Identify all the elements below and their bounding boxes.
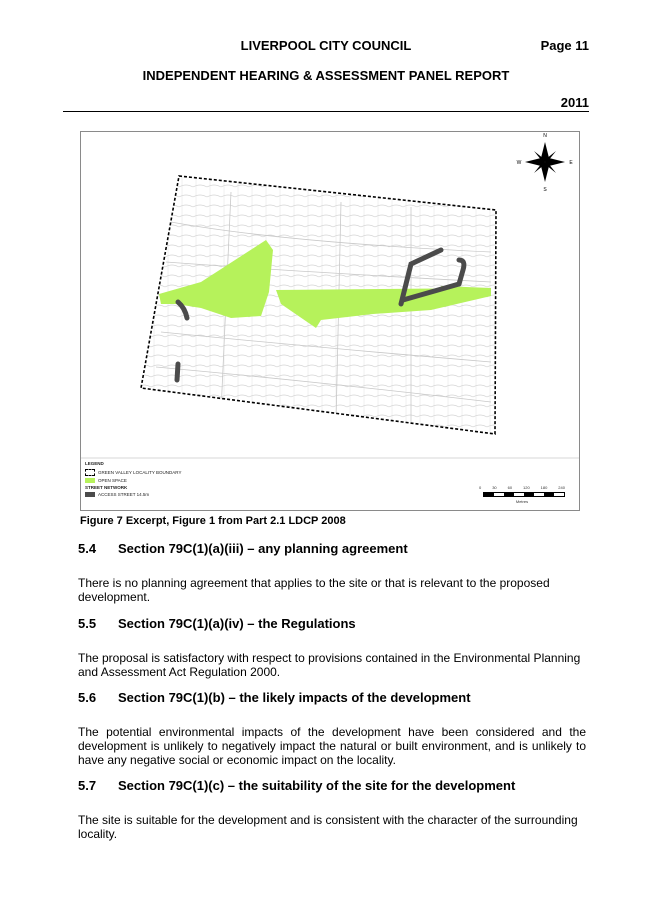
scale-tick: 0 [479,485,482,490]
page-number: Page 11 [540,38,589,53]
section-heading: 5.4 Section 79C(1)(a)(iii) – any plannin… [78,541,586,556]
access-street-swatch [85,491,95,497]
section-5-6: 5.6 Section 79C(1)(b) – the likely impac… [78,690,586,767]
section-number: 5.5 [78,616,97,631]
access-streets [174,247,467,383]
scale-bar-graphic [483,492,565,497]
report-year: 2011 [560,95,589,110]
scale-unit: Metres [515,499,529,504]
scale-tick: 30 [492,485,497,490]
compass-rose-icon: N E S W [517,133,574,193]
map-scale-bar: 0 30 60 120 180 240 Metres [479,485,569,504]
section-number: 5.7 [78,778,97,793]
open-space-corridor [276,288,491,328]
section-body: The site is suitable for the development… [78,813,578,841]
section-5-5: 5.5 Section 79C(1)(a)(iv) – the Regulati… [78,616,586,679]
scale-tick: 60 [507,485,513,490]
section-body: There is no planning agreement that appl… [78,576,550,604]
section-heading: 5.7 Section 79C(1)(c) – the suitability … [78,778,586,793]
compass-east-label: E [569,160,573,166]
legend-access-street-label: ACCESS STREET 14.5m [98,491,150,497]
open-space-west [159,240,273,318]
section-heading: 5.5 Section 79C(1)(a)(iv) – the Regulati… [78,616,586,631]
section-number: 5.6 [78,690,97,705]
legend-item-access-street: ACCESS STREET 14.5m [85,490,205,498]
header-divider [63,111,589,112]
report-title: INDEPENDENT HEARING & ASSESSMENT PANEL R… [142,68,510,83]
scale-tick: 180 [540,485,548,490]
section-body: The potential environmental impacts of t… [78,725,586,767]
legend-item-boundary: GREEN VALLEY LOCALITY BOUNDARY [85,468,205,476]
legend-boundary-label: GREEN VALLEY LOCALITY BOUNDARY [98,469,182,475]
section-5-7: 5.7 Section 79C(1)(c) – the suitability … [78,778,586,841]
locality-map: N E S W [81,133,579,459]
figure-caption: Figure 7 Excerpt, Figure 1 from Part 2.1… [80,515,346,527]
section-5-4: 5.4 Section 79C(1)(a)(iii) – any plannin… [78,541,586,604]
compass-west-label: W [517,160,522,166]
section-title: Section 79C(1)(c) – the suitability of t… [118,778,516,793]
locality-boundary [140,175,497,435]
compass-north-label: N [543,133,547,139]
council-name: LIVERPOOL CITY COUNCIL [240,38,412,53]
scale-tick: 120 [523,485,530,490]
boundary-swatch [85,468,95,476]
locality-map-figure: N E S W LEGEND GREEN VALLEY LOCALITY BOU… [80,131,580,511]
compass-south-label: S [543,187,547,193]
legend-item-open-space: OPEN SPACE [85,476,205,484]
legend-title: LEGEND [85,461,104,466]
section-heading: 5.6 Section 79C(1)(b) – the likely impac… [78,690,586,705]
section-title: Section 79C(1)(a)(iv) – the Regulations [118,616,356,631]
legend-network-title: STREET NETWORK [85,485,128,490]
map-legend: LEGEND GREEN VALLEY LOCALITY BOUNDARY OP… [85,461,205,498]
legend-open-space-label: OPEN SPACE [98,477,127,483]
section-title: Section 79C(1)(b) – the likely impacts o… [118,690,471,705]
scale-tick: 240 [558,485,565,490]
open-space-swatch [85,477,95,483]
section-number: 5.4 [78,541,97,556]
section-title: Section 79C(1)(a)(iii) – any planning ag… [118,541,408,556]
scale-ticks: 0 30 60 120 180 240 [479,485,565,490]
section-body: The proposal is satisfactory with respec… [78,651,581,679]
